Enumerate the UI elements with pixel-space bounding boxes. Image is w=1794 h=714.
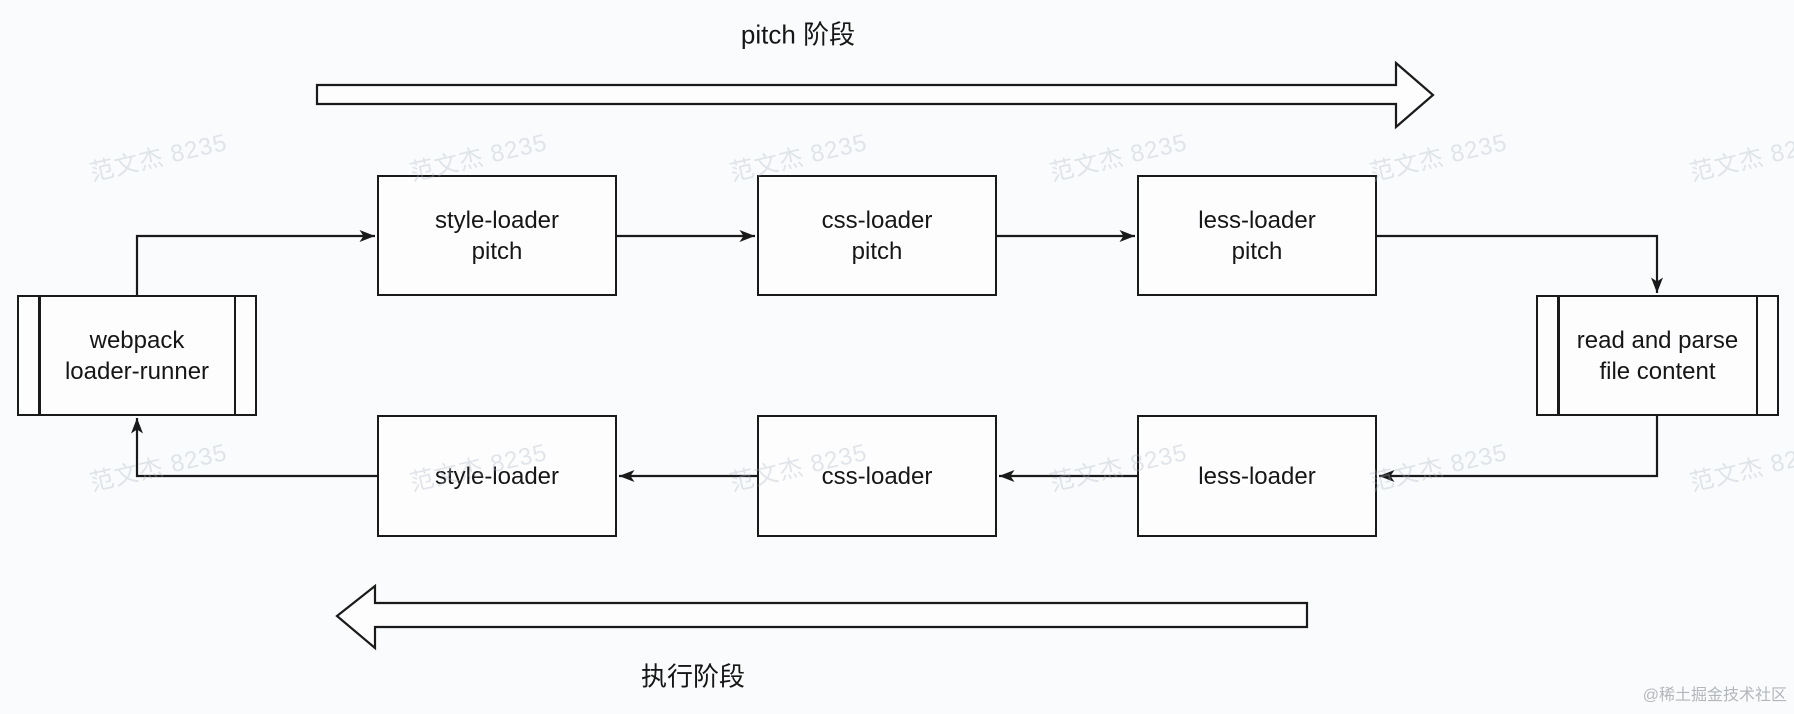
node-label: pitch	[471, 237, 523, 265]
node-label: css-loader	[821, 206, 933, 234]
node-label: read and parse	[1576, 326, 1739, 354]
node-label: style-loader	[434, 206, 560, 234]
inner-line-left	[1557, 297, 1560, 414]
node-style-loader: style-loader	[377, 415, 617, 537]
execute-phase-label: 执行阶段	[640, 661, 746, 692]
node-label: pitch	[1231, 237, 1283, 265]
inner-line-left	[38, 297, 41, 414]
node-label: css-loader	[821, 462, 933, 490]
node-label: style-loader	[434, 462, 560, 490]
juejin-credit: @稀土掘金技术社区	[1642, 687, 1787, 704]
inner-line-right	[1755, 297, 1758, 414]
node-label: less-loader	[1198, 206, 1316, 234]
node-less-loader: less-loader	[1137, 415, 1377, 537]
node-webpack-loader-runner: webpack loader-runner	[17, 295, 257, 416]
pitch-phase-label: pitch 阶段	[740, 19, 856, 50]
node-css-loader: css-loader	[757, 415, 997, 537]
node-label: loader-runner	[64, 357, 210, 385]
execute-phase-arrow	[335, 583, 1309, 651]
node-label: webpack	[89, 326, 185, 354]
pitch-phase-arrow	[315, 60, 1435, 130]
node-less-loader-pitch: less-loader pitch	[1137, 175, 1377, 296]
edge-read-parse-to-less-loader	[1379, 416, 1659, 482]
edge-less-pitch-to-read-parse	[1377, 234, 1663, 293]
edge-webpack-to-style-pitch	[135, 230, 375, 295]
node-style-loader-pitch: style-loader pitch	[377, 175, 617, 296]
node-label: pitch	[851, 237, 903, 265]
node-label: less-loader	[1198, 462, 1316, 490]
node-read-and-parse-file-content: read and parse file content	[1536, 295, 1779, 416]
edge-style-loader-to-webpack	[131, 418, 377, 478]
node-label: file content	[1599, 357, 1716, 385]
inner-line-right	[233, 297, 236, 414]
node-css-loader-pitch: css-loader pitch	[757, 175, 997, 296]
